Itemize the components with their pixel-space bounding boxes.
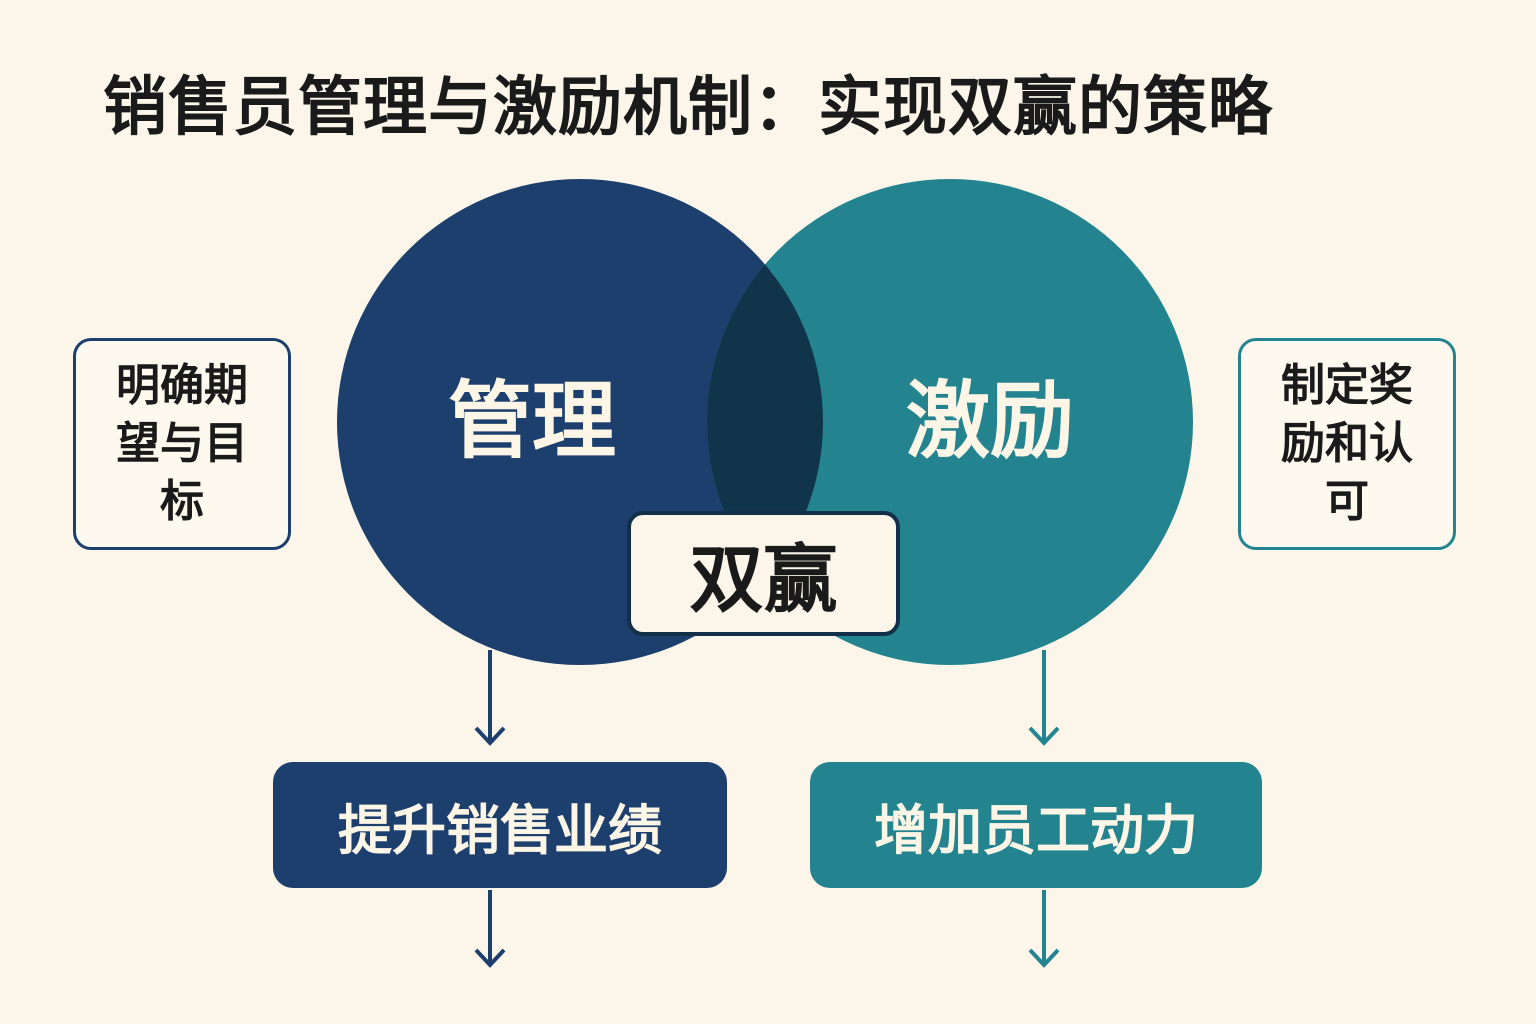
management-label: 管理	[448, 372, 616, 470]
arrow-incentive-down	[1028, 650, 1060, 746]
page-title: 销售员管理与激励机制：实现双赢的策略	[103, 71, 1273, 145]
employee-motivation-box: 增加员工动力	[810, 762, 1262, 888]
arrow-performance-down	[474, 890, 506, 968]
rewards-box: 制定奖励和认可	[1238, 338, 1456, 550]
arrow-motivation-down	[1028, 890, 1060, 968]
arrow-management-down	[474, 650, 506, 746]
sales-performance-box: 提升销售业绩	[273, 762, 727, 888]
incentive-label: 激励	[906, 372, 1074, 470]
win-win-label: 双赢	[627, 511, 900, 636]
goals-box: 明确期望与目标	[73, 338, 291, 550]
